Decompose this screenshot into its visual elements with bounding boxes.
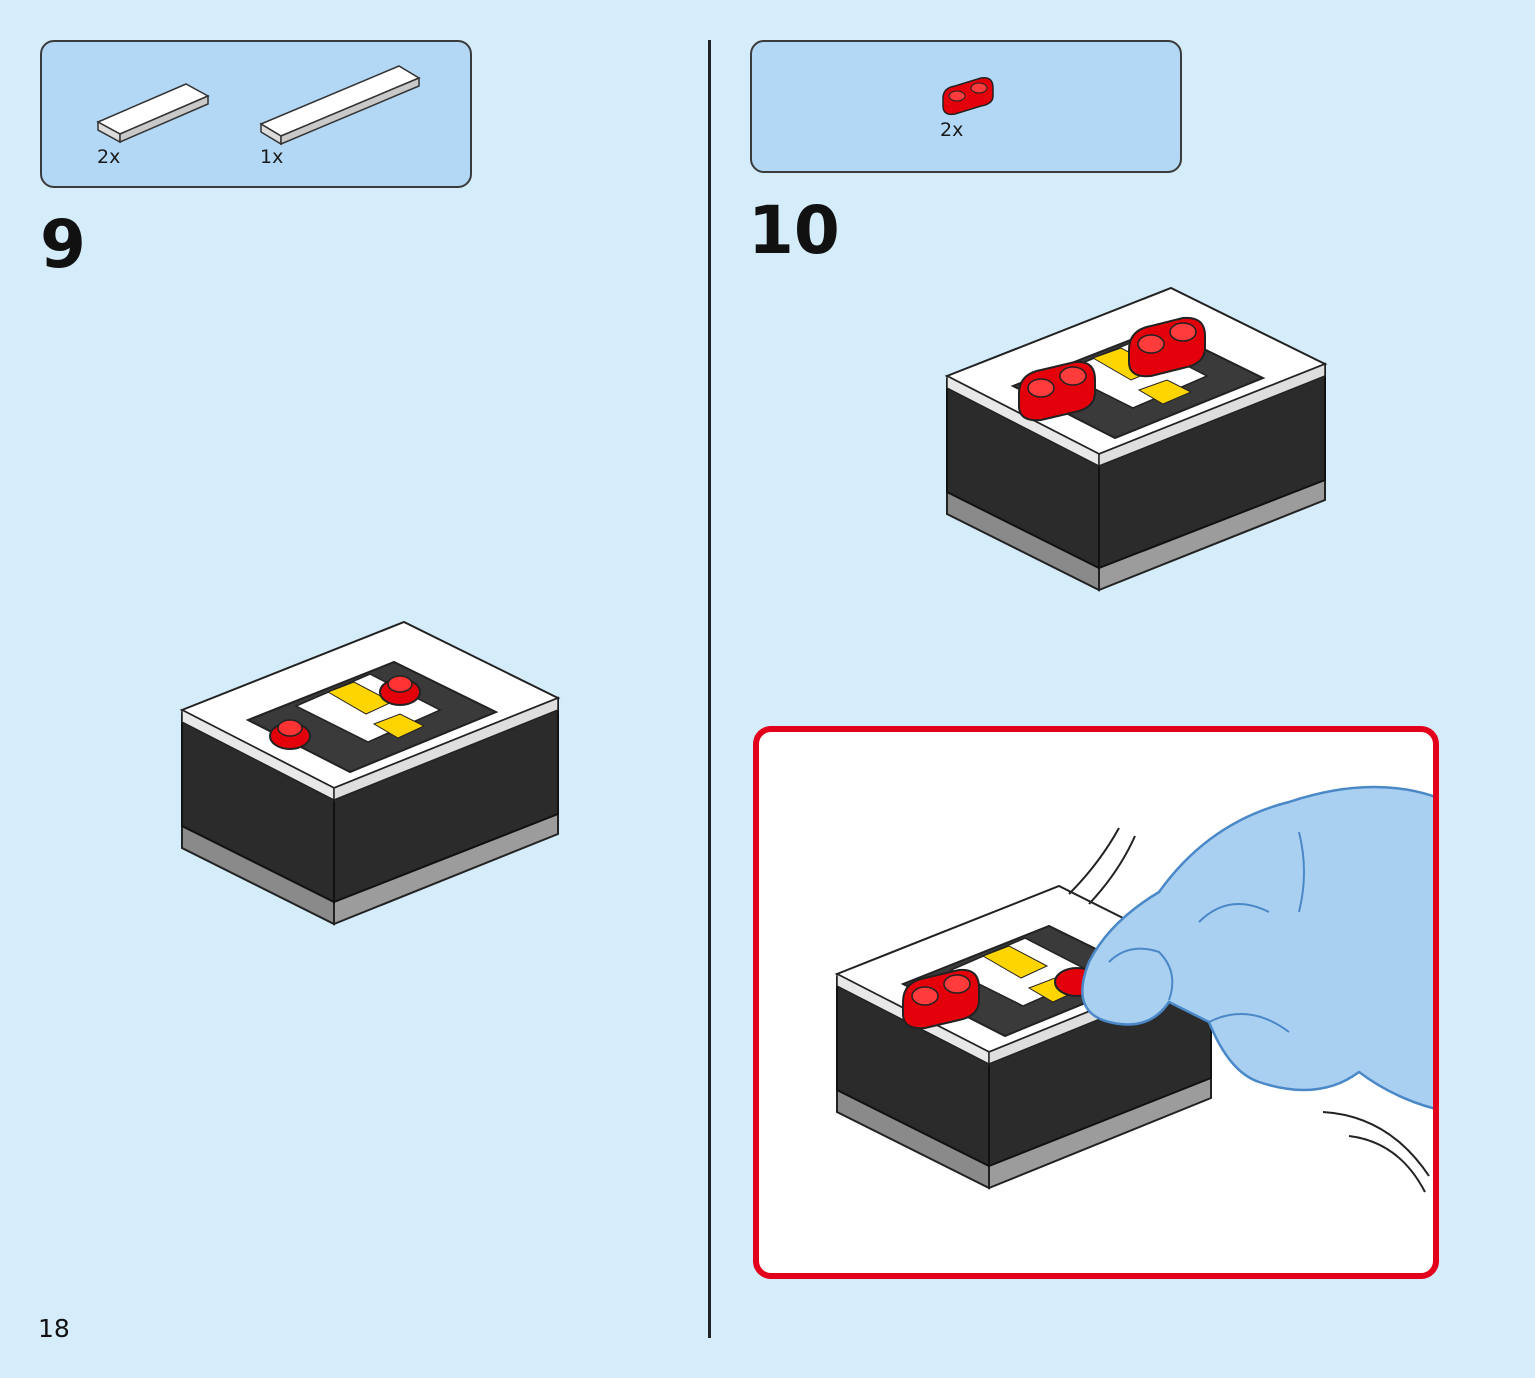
part-quantity: 2x — [97, 146, 121, 168]
hand-icon — [1081, 785, 1433, 1110]
part-quantity: 1x — [260, 146, 284, 168]
parts-box-step-9: 2x 1x — [40, 40, 472, 188]
motion-lines-icon — [1068, 827, 1136, 905]
motion-lines-icon — [1322, 1111, 1430, 1193]
white-tile-1x8-icon — [259, 65, 421, 146]
red-plate-1x2-rounded-icon — [942, 76, 994, 116]
step-number: 9 — [40, 206, 86, 283]
lego-model-step-9 — [179, 620, 561, 926]
page-divider — [708, 40, 711, 1338]
callout-box — [753, 726, 1439, 1279]
lego-model-step-10 — [944, 286, 1328, 592]
part-quantity: 2x — [940, 119, 964, 141]
white-tile-1x4-icon — [96, 83, 210, 144]
step-number: 10 — [748, 192, 840, 269]
parts-box-step-10: 2x — [750, 40, 1182, 173]
page-number: 18 — [38, 1314, 70, 1343]
